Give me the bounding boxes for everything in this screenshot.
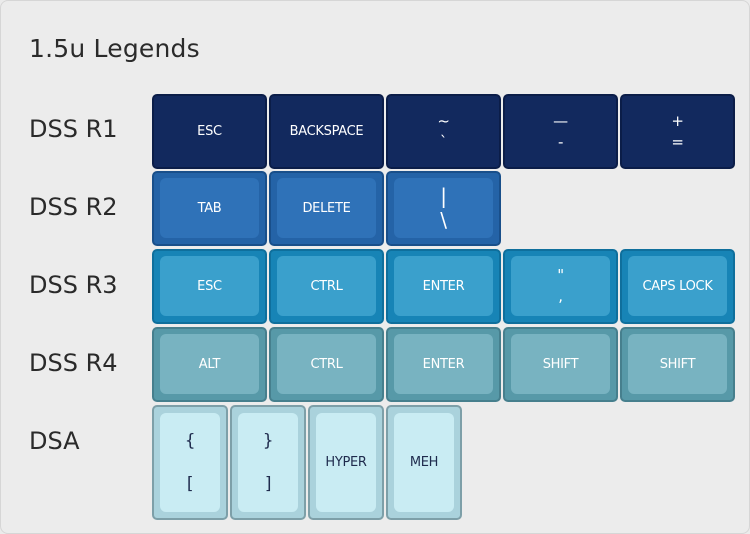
row-label-dsa: DSA (29, 427, 80, 455)
keycap-alt: ALT (152, 327, 267, 402)
keycap-enter: ENTER (386, 327, 501, 402)
keycap-enter: ENTER (386, 249, 501, 324)
keycap-legend-bottom: , (558, 287, 563, 305)
keycap-legend: CTRL (310, 356, 343, 372)
keycap-hyper: HYPER (308, 405, 384, 520)
keycap-underscore-minus: — - (503, 94, 618, 169)
keycap-legend: SHIFT (659, 356, 696, 372)
keycap-pipe-backslash: | \ (386, 171, 501, 246)
keycap-brace-left: { [ (152, 405, 228, 520)
keycap-legend: SHIFT (542, 356, 579, 372)
keycap-tab: TAB (152, 171, 267, 246)
keycap-legend: ENTER (422, 356, 465, 372)
keycap-tilde-grave: ~ ` (386, 94, 501, 169)
keycap-plus-equals: + = (620, 94, 735, 169)
page-title: 1.5u Legends (29, 34, 200, 63)
keycap-legend: CAPS LOCK (642, 278, 713, 294)
keycap-legend-top: | (440, 184, 447, 208)
keycap-esc: ESC (152, 249, 267, 324)
keycap-legend: MEH (409, 455, 439, 470)
keycap-legend-bottom: ] (264, 473, 272, 494)
keycap-legend: TAB (197, 200, 222, 216)
keycap-legend: BACKSPACE (289, 124, 364, 139)
keycap-legend: HYPER (325, 455, 367, 470)
keycap-brace-right: } ] (230, 405, 306, 520)
keycap-esc: ESC (152, 94, 267, 169)
keycap-meh: MEH (386, 405, 462, 520)
keycap-legend-bottom: \ (440, 208, 447, 232)
keycap-legend: DELETE (302, 200, 351, 216)
keycap-backspace: BACKSPACE (269, 94, 384, 169)
keycap-legend: ESC (197, 278, 222, 294)
keycap-legend-top: ~ (437, 111, 450, 130)
keycap-legend-top: + (671, 111, 684, 130)
keycap-caps-lock: CAPS LOCK (620, 249, 735, 324)
keycap-shift: SHIFT (503, 327, 618, 402)
keycap-legend-bottom: [ (186, 473, 194, 494)
keycap-legend-bottom: ` (439, 132, 448, 151)
keycap-shift: SHIFT (620, 327, 735, 402)
keycap-legend-top: } (262, 430, 274, 451)
row-label-dss-r2: DSS R2 (29, 193, 118, 221)
keycap-delete: DELETE (269, 171, 384, 246)
keycap-quote-comma: " , (503, 249, 618, 324)
row-label-dss-r4: DSS R4 (29, 349, 118, 377)
keycap-ctrl: CTRL (269, 249, 384, 324)
keycap-ctrl: CTRL (269, 327, 384, 402)
keycap-legend-top: — (553, 111, 568, 130)
keycap-legend: CTRL (310, 278, 343, 294)
row-label-dss-r1: DSS R1 (29, 115, 118, 143)
keycap-legend-top: { (184, 430, 196, 451)
row-label-dss-r3: DSS R3 (29, 271, 118, 299)
keycap-legend: ALT (198, 356, 221, 372)
keycap-legend-bottom: = (671, 132, 684, 151)
keycap-legend: ESC (197, 124, 222, 139)
keycap-legend: ENTER (422, 278, 465, 294)
keycap-legend-bottom: - (557, 132, 564, 151)
keycap-legend-top: " (557, 266, 564, 284)
